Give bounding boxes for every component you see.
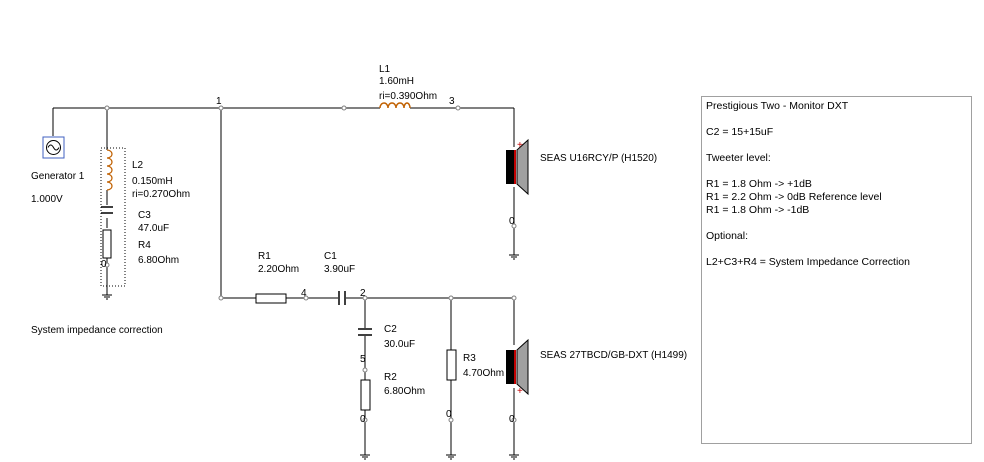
ground-icons bbox=[102, 254, 519, 460]
notes-r1-ref: R1 = 2.2 Ohm -> 0dB Reference level bbox=[706, 191, 882, 203]
R1-value: 2.20Ohm bbox=[258, 264, 299, 275]
R1-name: R1 bbox=[258, 251, 271, 262]
node-label-2: 2 bbox=[360, 288, 366, 299]
notes-correction: L2+C3+R4 = System Impedance Correction bbox=[706, 256, 910, 268]
woofer-speaker-icon[interactable] bbox=[506, 138, 529, 196]
node-dots bbox=[104, 105, 517, 423]
woofer-label: SEAS U16RCY/P (H1520) bbox=[540, 153, 657, 164]
generator-label: Generator 1 bbox=[31, 171, 85, 182]
node-label-0-r4: 0 bbox=[101, 259, 107, 270]
C1-value: 3.90uF bbox=[324, 264, 355, 275]
woofer-polarity: + bbox=[517, 140, 523, 151]
notes-r1-minus: R1 = 1.8 Ohm -> -1dB bbox=[706, 204, 810, 216]
resistor-R1[interactable] bbox=[255, 293, 287, 304]
R4-name: R4 bbox=[138, 240, 151, 251]
L1-value: 1.60mH bbox=[379, 76, 414, 87]
L2-ri: ri=0.270Ohm bbox=[132, 189, 190, 200]
tweeter-label: SEAS 27TBCD/GB-DXT (H1499) bbox=[540, 350, 687, 361]
ground-icon bbox=[446, 454, 456, 460]
resistor-R2[interactable] bbox=[360, 379, 371, 411]
C2-name: C2 bbox=[384, 324, 397, 335]
capacitor-C1[interactable] bbox=[338, 291, 346, 305]
generator-value: 1.000V bbox=[31, 194, 63, 205]
notes-r1-plus: R1 = 1.8 Ohm -> +1dB bbox=[706, 178, 812, 190]
impedance-group-label: System impedance correction bbox=[31, 325, 163, 336]
ground-icon bbox=[102, 294, 112, 300]
notes-title: Prestigious Two - Monitor DXT bbox=[706, 100, 849, 112]
notes-optional: Optional: bbox=[706, 230, 749, 242]
impedance-group-box bbox=[100, 147, 126, 287]
C3-value: 47.0uF bbox=[138, 223, 169, 234]
node-label-0-r3: 0 bbox=[446, 409, 452, 420]
generator-symbol[interactable] bbox=[42, 136, 65, 159]
R2-name: R2 bbox=[384, 372, 397, 383]
resistor-R3[interactable] bbox=[446, 349, 457, 381]
ground-icon bbox=[509, 454, 519, 460]
R3-name: R3 bbox=[463, 353, 476, 364]
node-label-5: 5 bbox=[360, 354, 366, 365]
node-label-3: 3 bbox=[449, 96, 455, 107]
ground-icon bbox=[360, 454, 370, 460]
L2-value: 0.150mH bbox=[132, 176, 173, 187]
tweeter-speaker-icon[interactable] bbox=[506, 338, 529, 396]
notes-tweeter-heading: Tweeter level: bbox=[706, 152, 771, 164]
node-label-1: 1 bbox=[216, 96, 222, 107]
C1-name: C1 bbox=[324, 251, 337, 262]
ground-icon bbox=[509, 254, 519, 260]
capacitor-C3[interactable] bbox=[101, 206, 113, 214]
resistor-R4[interactable] bbox=[102, 229, 112, 259]
node-label-0-tweeter: 0 bbox=[509, 414, 515, 425]
notes-panel[interactable]: Prestigious Two - Monitor DXT C2 = 15+15… bbox=[701, 96, 972, 444]
R2-value: 6.80Ohm bbox=[384, 386, 425, 397]
L1-ri: ri=0.390Ohm bbox=[379, 91, 437, 102]
wires bbox=[52, 107, 515, 455]
L2-name: L2 bbox=[132, 160, 144, 171]
L1-name: L1 bbox=[379, 64, 391, 75]
notes-c2: C2 = 15+15uF bbox=[706, 126, 774, 138]
tweeter-polarity: + bbox=[517, 386, 523, 397]
C3-name: C3 bbox=[138, 210, 151, 221]
R3-value: 4.70Ohm bbox=[463, 368, 504, 379]
capacitor-C2[interactable] bbox=[358, 328, 372, 336]
node-label-0-woofer: 0 bbox=[509, 216, 515, 227]
node-label-0-r2: 0 bbox=[360, 414, 366, 425]
inductor-L1[interactable] bbox=[379, 102, 411, 109]
node-label-4: 4 bbox=[301, 288, 307, 299]
C2-value: 30.0uF bbox=[384, 339, 415, 350]
inductor-L2[interactable] bbox=[106, 149, 113, 191]
R4-value: 6.80Ohm bbox=[138, 255, 179, 266]
